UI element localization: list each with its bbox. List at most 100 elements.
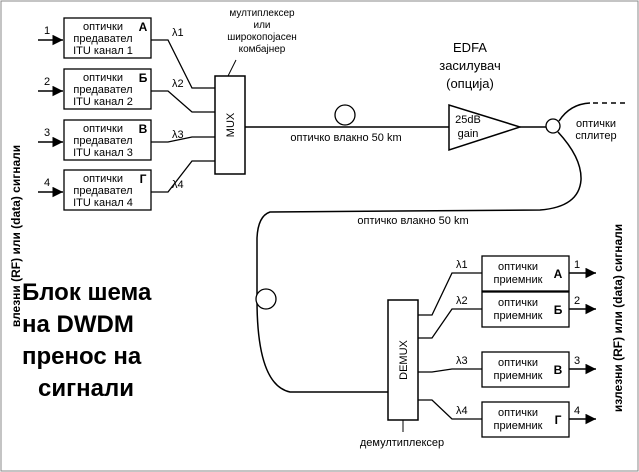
edfa-gain-label: gain bbox=[458, 128, 479, 140]
rx-lambda-label: λ2 bbox=[456, 295, 468, 307]
transmitter-line1: оптички bbox=[83, 72, 123, 84]
receiver-line1: оптички bbox=[498, 407, 538, 419]
splitter-label-line1: оптички bbox=[576, 118, 616, 130]
transmitter-line1: оптички bbox=[83, 123, 123, 135]
transmitter-box bbox=[63, 68, 152, 110]
transmitter-line3: ITU канал 4 bbox=[73, 197, 133, 209]
input-number: 4 bbox=[44, 177, 50, 189]
transmitter-line1: оптички bbox=[83, 21, 123, 33]
transmitter-line2: предавател bbox=[73, 84, 132, 96]
tx-lambda-label: λ1 bbox=[172, 27, 184, 39]
edfa-title: EDFA bbox=[453, 40, 487, 55]
output-signals-label: излезни (RF) или (data) сигнали bbox=[611, 224, 625, 412]
splitter-label-line2: сплитер bbox=[575, 130, 616, 142]
transmitter-letter: В bbox=[139, 122, 148, 136]
edfa-subtitle: засилувач bbox=[439, 58, 501, 73]
tx-lambda-label: λ2 bbox=[172, 78, 184, 90]
tx-to-mux-line bbox=[151, 136, 215, 143]
tx-lambda-label: λ3 bbox=[172, 129, 184, 141]
tx-to-mux-line bbox=[151, 39, 215, 89]
title-line-3: пренос на bbox=[22, 343, 142, 370]
rx-lambda-label: λ3 bbox=[456, 355, 468, 367]
tx-to-mux-line bbox=[151, 160, 215, 193]
mux-box bbox=[214, 75, 246, 175]
receiver-line2: приемник bbox=[494, 274, 543, 286]
input-number: 2 bbox=[44, 76, 50, 88]
demux-to-rx-line bbox=[418, 368, 482, 373]
receiver-line1: оптички bbox=[498, 261, 538, 273]
transmitter-line3: ITU канал 3 bbox=[73, 147, 133, 159]
transmitter-box bbox=[63, 119, 152, 161]
transmitter-box bbox=[63, 17, 152, 59]
title-line-1: Блок шема bbox=[22, 279, 152, 306]
receiver-letter: В bbox=[554, 363, 563, 377]
receiver-letter: Г bbox=[555, 413, 562, 427]
splitter-branch-upper bbox=[558, 102, 591, 122]
rx-lambda-label: λ4 bbox=[456, 405, 468, 417]
output-number: 2 bbox=[574, 295, 580, 307]
mux-caption-leader bbox=[227, 59, 237, 77]
mux-caption-line2: или bbox=[253, 20, 270, 31]
input-number: 1 bbox=[44, 25, 50, 37]
transmitter-box bbox=[63, 169, 152, 211]
edfa-gain-value: 25dB bbox=[455, 114, 481, 126]
receiver-line2: приемник bbox=[494, 420, 543, 432]
receiver-line2: приемник bbox=[494, 310, 543, 322]
fiber-1-label: оптичко влакно 50 km bbox=[290, 132, 401, 144]
demux-to-rx-line bbox=[418, 399, 482, 420]
fiber-2-label: оптичко влакно 50 km bbox=[357, 215, 468, 227]
edfa-option: (опција) bbox=[446, 76, 494, 91]
input-signals-label: влезни (RF) или (data) сигнали bbox=[9, 145, 23, 327]
receiver-line2: приемник bbox=[494, 370, 543, 382]
transmitter-letter: Б bbox=[139, 71, 148, 85]
fiber-spool-1-icon bbox=[334, 104, 356, 126]
output-number: 4 bbox=[574, 405, 580, 417]
mux-label: MUX bbox=[225, 112, 237, 137]
tx-to-mux-line bbox=[151, 90, 215, 113]
input-number: 3 bbox=[44, 127, 50, 139]
rx-lambda-label: λ1 bbox=[456, 259, 468, 271]
splitter-icon bbox=[545, 118, 561, 134]
transmitter-letter: Г bbox=[140, 172, 147, 186]
demux-label: DEMUX bbox=[398, 339, 410, 379]
demux-block: DEMUX bbox=[387, 299, 419, 421]
title-line-2: на DWDM bbox=[22, 311, 134, 338]
demux-caption: демултиплексер bbox=[360, 437, 444, 449]
output-number: 3 bbox=[574, 355, 580, 367]
receiver-box bbox=[481, 351, 570, 388]
receiver-box bbox=[481, 401, 570, 438]
transmitter-line3: ITU канал 2 bbox=[73, 96, 133, 108]
transmitter-line3: ITU канал 1 bbox=[73, 45, 133, 57]
mux-caption-line4: комбајнер bbox=[239, 43, 286, 55]
title-line-4: сигнали bbox=[38, 375, 134, 402]
receiver-box bbox=[481, 291, 570, 328]
transmitter-line1: оптички bbox=[83, 173, 123, 185]
output-number: 1 bbox=[574, 259, 580, 271]
transmitter-letter: А bbox=[139, 20, 148, 34]
receiver-line1: оптички bbox=[498, 297, 538, 309]
receiver-line1: оптички bbox=[498, 357, 538, 369]
demux-box bbox=[387, 299, 419, 421]
receiver-letter: А bbox=[554, 267, 563, 281]
fiber-link-2 bbox=[256, 131, 582, 393]
transmitter-line2: предавател bbox=[73, 135, 132, 147]
transmitter-line2: предавател bbox=[73, 33, 132, 45]
fiber-spool-2-icon bbox=[255, 288, 277, 310]
mux-block: MUX bbox=[214, 75, 246, 175]
mux-caption-line3: широкопојасен bbox=[227, 32, 297, 43]
mux-caption-line1: мултиплексер bbox=[229, 8, 295, 19]
receiver-letter: Б bbox=[554, 303, 563, 317]
demux-to-rx-line bbox=[418, 272, 482, 316]
